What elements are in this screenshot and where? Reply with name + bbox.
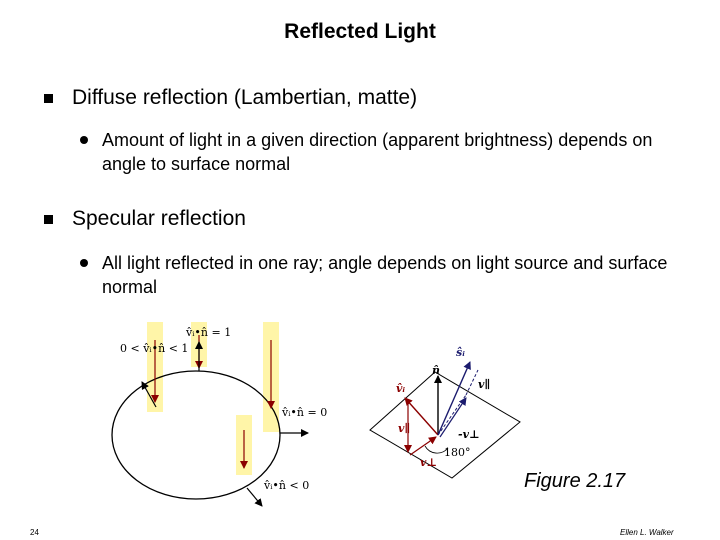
v-perp-low-arrow (409, 436, 437, 456)
sub-bullet-specular-text: All light reflected in one ray; angle de… (102, 253, 668, 297)
slide-title: Reflected Light (284, 20, 436, 43)
page-number: 24 (30, 528, 39, 537)
label-v-parallel: v∥ (478, 378, 490, 391)
sub-bullet-diffuse-text: Amount of light in a given direction (ap… (102, 130, 653, 174)
square-bullet-icon (44, 215, 53, 224)
round-bullet-icon (80, 259, 88, 267)
surface-ellipse (111, 370, 281, 500)
normal-arrow-4 (246, 487, 263, 507)
diffuse-diagram: 0 < v̂ᵢ•n̂ < 1 v̂ᵢ•n̂ = 1 v̂ᵢ•n̂ = 0 v̂ᵢ… (111, 322, 327, 507)
label-vi: v̂ᵢ (396, 382, 405, 395)
author-credit: Ellen L. Walker (620, 528, 674, 537)
label-si: ŝᵢ (456, 346, 465, 359)
label-eq1: v̂ᵢ•n̂ = 1 (185, 326, 231, 339)
specular-diagram: ŝᵢ n̂ v̂ᵢ v∥ v∥ -v⊥ v⊥ 180° (369, 346, 521, 479)
bullet-diffuse-text: Diffuse reflection (Lambertian, matte) (72, 86, 418, 109)
label-lt0: v̂ᵢ•n̂ < 0 (263, 479, 309, 492)
reflected-vector (437, 361, 471, 436)
figure-caption: Figure 2.17 (524, 470, 626, 492)
normal-arrow-1 (141, 381, 157, 408)
bullet-specular-text: Specular reflection (72, 207, 246, 230)
label-v-perp: v⊥ (420, 456, 437, 469)
incident-vector (404, 397, 439, 436)
square-bullet-icon (44, 94, 53, 103)
label-v-par-low: v∥ (398, 422, 410, 435)
label-n: n̂ (432, 364, 440, 377)
label-eq0: v̂ᵢ•n̂ = 0 (281, 406, 327, 419)
label-angle: 180° (444, 446, 471, 459)
surface-plane (369, 371, 521, 479)
angle-arc (424, 445, 449, 454)
neg-v-perp-arrow (439, 397, 467, 438)
label-lt1: 0 < v̂ᵢ•n̂ < 1 (120, 342, 188, 355)
round-bullet-icon (80, 136, 88, 144)
label-neg-v-perp: -v⊥ (458, 428, 480, 441)
